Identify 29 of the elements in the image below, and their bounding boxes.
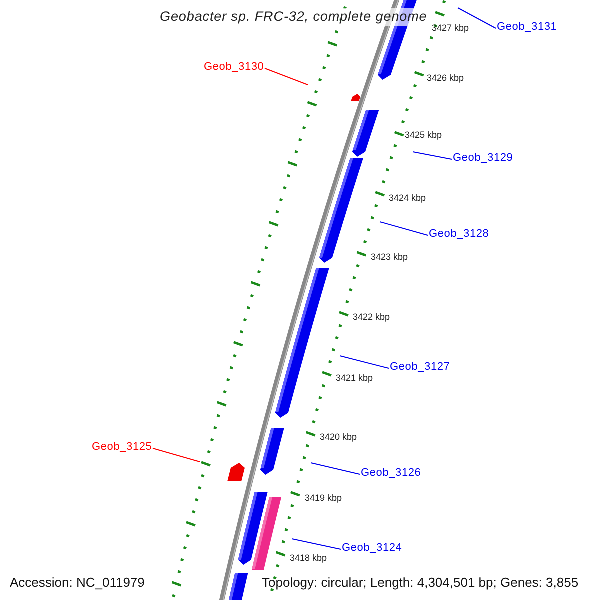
gene-label: Geob_3129 (453, 152, 514, 165)
footer-text: Topology: circular; Length: 4,304,501 bp; Genes: 3,855 (262, 574, 579, 590)
leader-line (340, 356, 390, 369)
scale-label: 3425 kbp (405, 130, 442, 140)
scale-label: 3423 kbp (371, 252, 408, 262)
gene-label: Geob_3124 (342, 542, 402, 555)
gene-label: Geob_3131 (497, 21, 558, 34)
gene-label: Geob_3125 (92, 441, 152, 454)
gene-label: Geob_3130 (204, 61, 264, 74)
leader-line (310, 462, 360, 475)
diagram-title: Geobacter sp. FRC-32, complete genome (158, 8, 430, 26)
leader-line (264, 68, 308, 86)
leader-line (458, 8, 496, 29)
scale-label: 3420 kbp (320, 432, 358, 442)
scale-label: 3427 kbp (432, 22, 470, 34)
scale-label: 3422 kbp (353, 312, 390, 322)
leader-line (152, 448, 200, 462)
gene-label: Geob_3128 (429, 228, 490, 241)
scale-label: 3424 kbp (389, 192, 426, 204)
leader-line (292, 538, 342, 550)
leader-line (412, 152, 452, 160)
gene-label: Geob_3127 (390, 361, 450, 374)
scale-label: 3421 kbp (336, 372, 374, 384)
gene-label: Geob_3126 (361, 467, 422, 480)
scale-label: 3426 kbp (427, 72, 464, 84)
leader-line (380, 222, 428, 236)
scale-label: 3418 kbp (290, 552, 328, 564)
scale-label: 3419 kbp (305, 492, 342, 504)
footer-text: Accession: NC_011979 (10, 574, 145, 590)
